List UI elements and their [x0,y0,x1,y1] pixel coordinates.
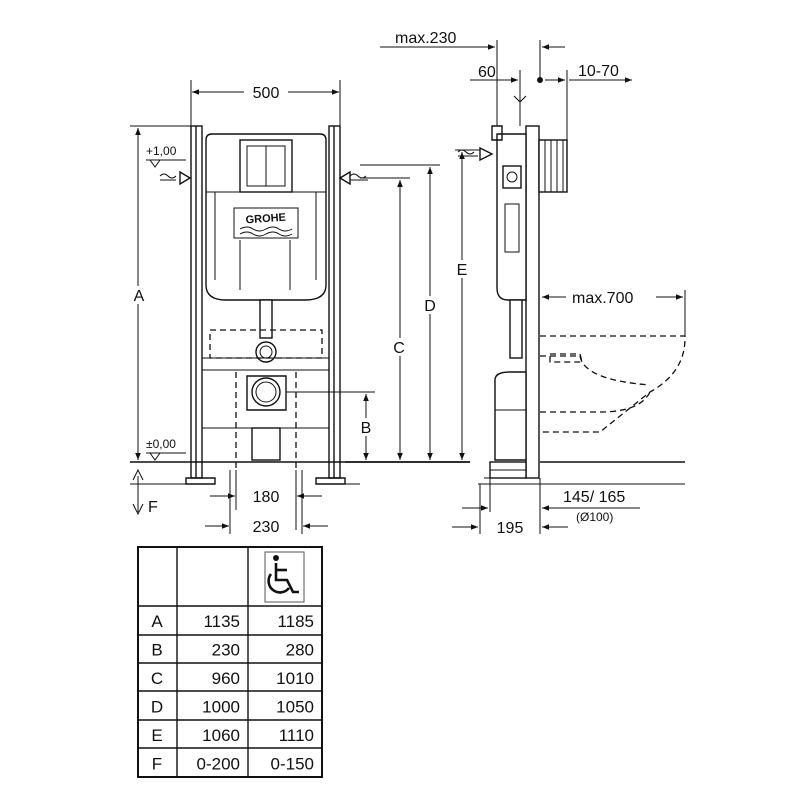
wc-bowl-outline [540,335,686,433]
accessible-value: 1185 [277,612,314,631]
side-frame [525,125,540,479]
row-key: E [151,726,162,745]
row-key: C [151,669,163,688]
accessible-value: 0-150 [271,755,314,774]
dim-F-label: F [148,499,158,516]
svg-text:GROHE: GROHE [245,212,286,227]
wall-connector [538,139,568,193]
flush-outlet [255,341,277,363]
side-view: max.230 60 10-70 E max.700 145/ 165 (Ø10… [345,30,686,537]
dim-500-label: 500 [253,85,280,102]
front-view: GROHE 500 A +1,00 ±0, [130,80,470,536]
dim-180-label: 180 [253,489,280,506]
standard-value: 230 [212,641,240,660]
dim-230-label: 230 [253,519,280,536]
dim-195-label: 195 [497,520,524,537]
table-row: E 1060 1110 [151,726,314,745]
standard-value: 1060 [202,726,240,745]
row-key: A [151,612,163,631]
accessible-value: 1010 [276,669,314,688]
cistern [205,133,327,301]
dim-10-70-label: 10-70 [578,63,619,80]
dim-C-label: C [393,340,405,357]
standard-value: 0-200 [197,755,240,774]
table-row: F 0-200 0-150 [152,755,314,774]
row-key: D [151,698,163,717]
dim-B-label: B [361,420,372,437]
dim-145-165-label: 145/ 165 [563,489,625,506]
standard-value: 1000 [202,698,240,717]
standard-value: 1135 [203,612,240,631]
table-row: D 1000 1050 [151,698,314,717]
accessible-value: 1050 [276,698,314,717]
dim-60-label: 60 [478,64,496,81]
wheelchair-icon [264,551,305,603]
dim-max-700-label: max.700 [572,290,633,307]
row-key: F [152,755,162,774]
grohe-logo [233,207,299,239]
standard-value: 960 [212,669,240,688]
frame-feet [185,477,346,485]
table-row: C 960 1010 [151,669,314,688]
dim-E-label: E [457,262,468,279]
dim-max-230-label: max.230 [395,30,456,47]
table-row: A 1135 1185 [151,612,314,631]
row-key: B [151,641,162,660]
dim-diameter-label: (Ø100) [576,510,613,524]
dim-D-label: D [424,298,436,315]
table-row: B 230 280 [151,641,314,660]
level-zero-label: ±0,00 [146,437,176,451]
dim-A-label: A [134,288,145,305]
accessible-value: 1110 [279,726,314,745]
level-plus-1-label: +1,00 [146,144,177,158]
accessible-value: 280 [286,641,314,660]
